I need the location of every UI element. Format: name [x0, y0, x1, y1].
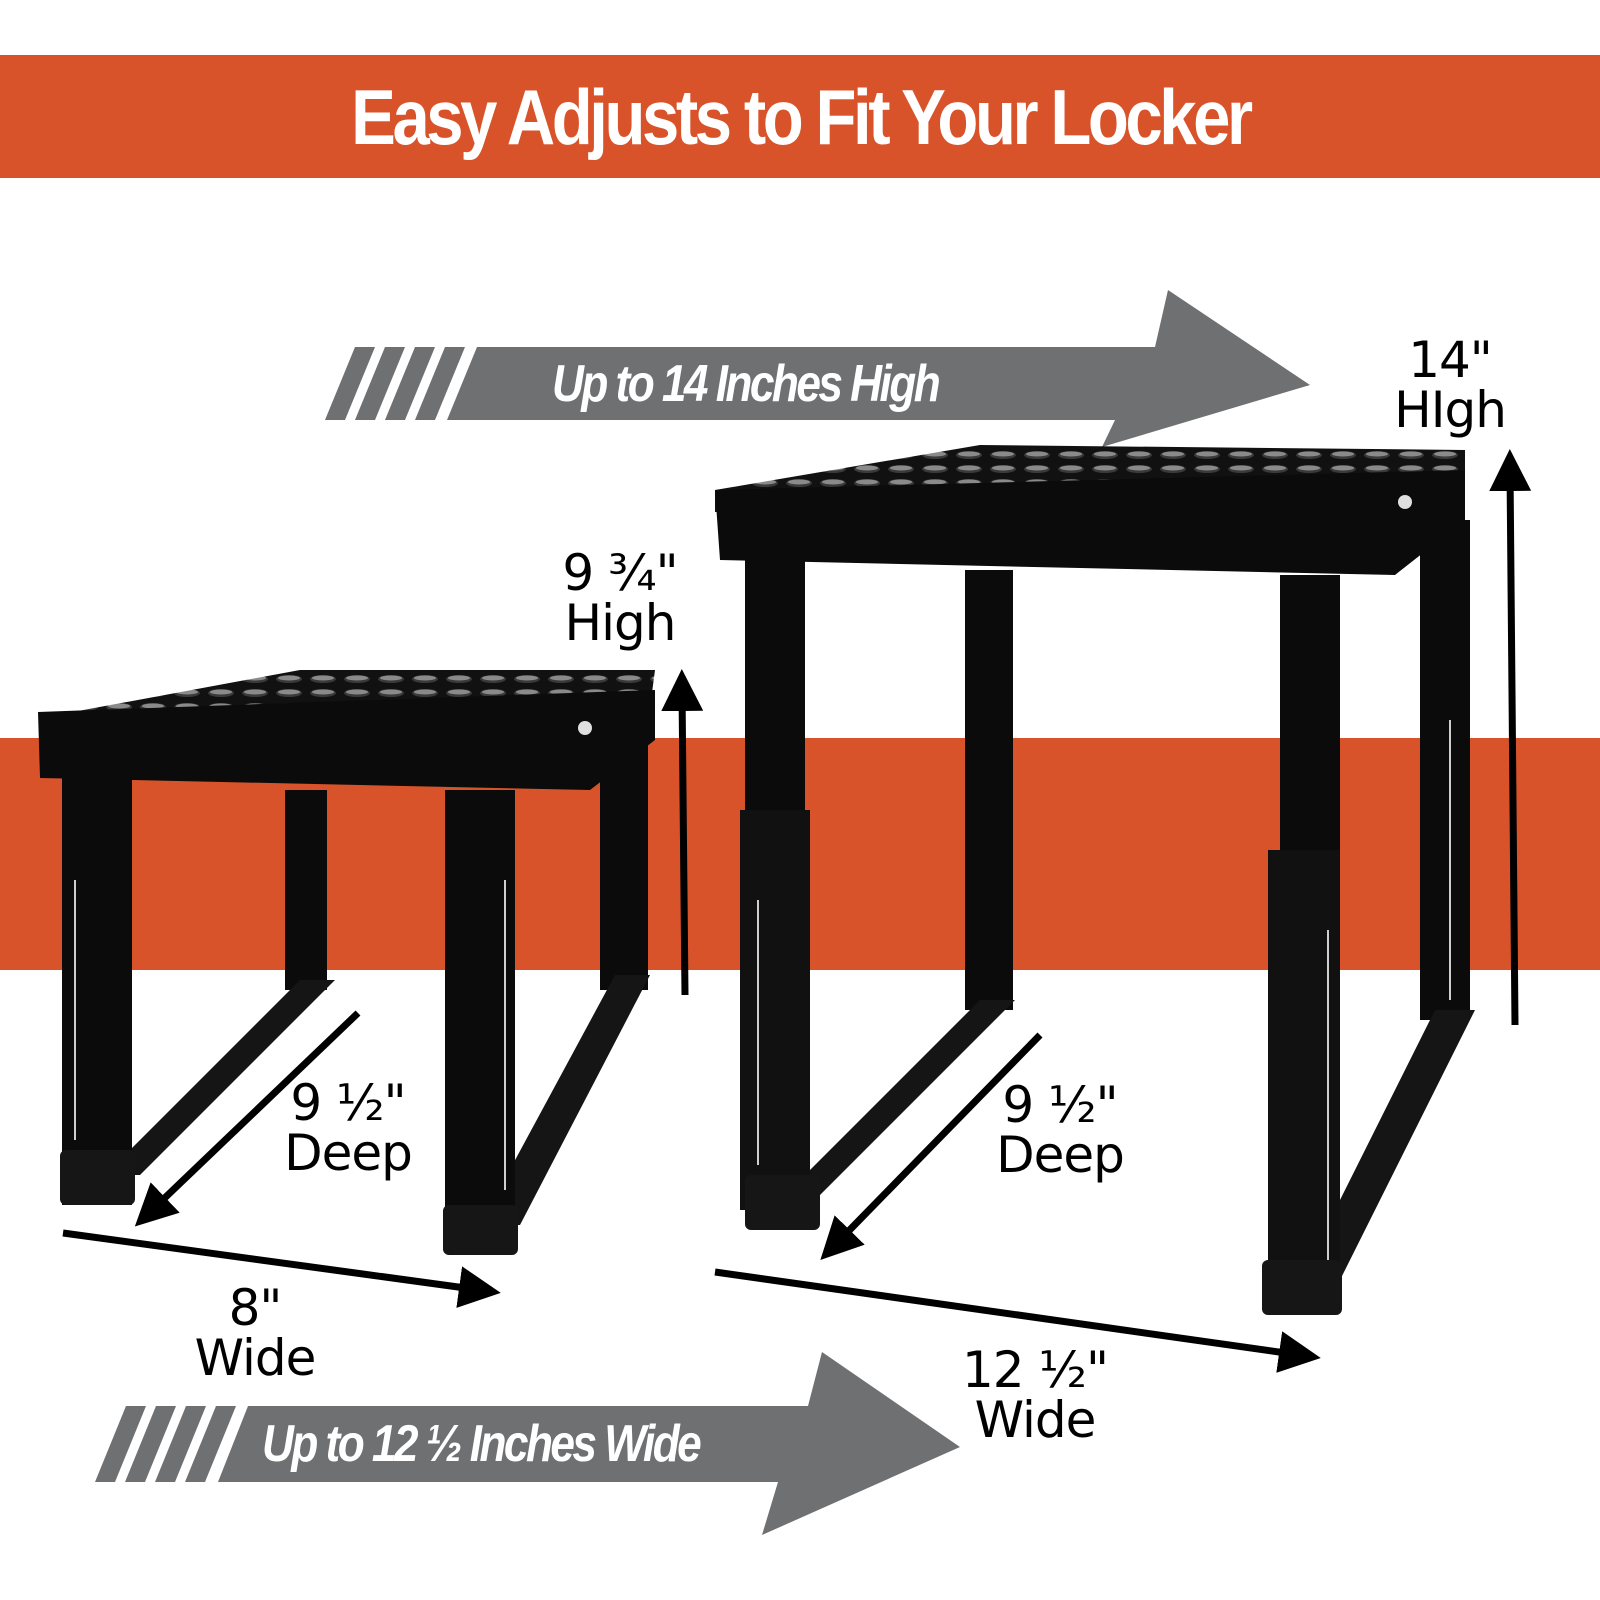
page-title: Easy Adjusts to Fit Your Locker: [350, 72, 1253, 161]
large-shelf-image: [715, 445, 1475, 1315]
large-depth-unit: Deep: [996, 1126, 1125, 1184]
small-depth-arrow-icon: [134, 1010, 361, 1227]
small-height-value: 9 ¾": [562, 544, 678, 602]
large-height-unit: HIgh: [1394, 381, 1507, 439]
large-height-value: 14": [1408, 331, 1493, 389]
small-height-arrow-icon: [661, 669, 704, 996]
header-banner: Easy Adjusts to Fit Your Locker: [0, 55, 1600, 178]
small-width-arrow-icon: [62, 1229, 501, 1308]
width-banner-text: Up to 12 ½ Inches Wide: [262, 1415, 702, 1473]
small-depth-value: 9 ½": [290, 1074, 406, 1132]
large-height-label: 14" HIgh: [1370, 335, 1530, 435]
small-width-label: 8" Wide: [175, 1283, 335, 1383]
large-height-arrow-icon: [1489, 449, 1532, 1026]
small-height-unit: High: [564, 594, 677, 652]
large-width-unit: Wide: [974, 1391, 1097, 1449]
width-banner-arrow-icon: [95, 1352, 960, 1535]
large-depth-label: 9 ½" Deep: [980, 1080, 1140, 1180]
small-width-value: 8": [228, 1279, 283, 1337]
large-width-value: 12 ½": [962, 1341, 1109, 1399]
height-banner-arrow-icon: [325, 290, 1310, 447]
large-depth-value: 9 ½": [1002, 1076, 1118, 1134]
large-width-arrow-icon: [714, 1268, 1321, 1373]
small-depth-label: 9 ½" Deep: [268, 1078, 428, 1178]
small-width-unit: Wide: [194, 1329, 317, 1387]
small-depth-unit: Deep: [284, 1124, 413, 1182]
height-banner-text: Up to 14 Inches High: [552, 355, 941, 413]
small-shelf-image: [38, 670, 655, 1255]
large-width-label: 12 ½" Wide: [955, 1345, 1115, 1445]
large-depth-arrow-icon: [820, 1032, 1043, 1261]
small-height-label: 9 ¾" High: [540, 548, 700, 648]
